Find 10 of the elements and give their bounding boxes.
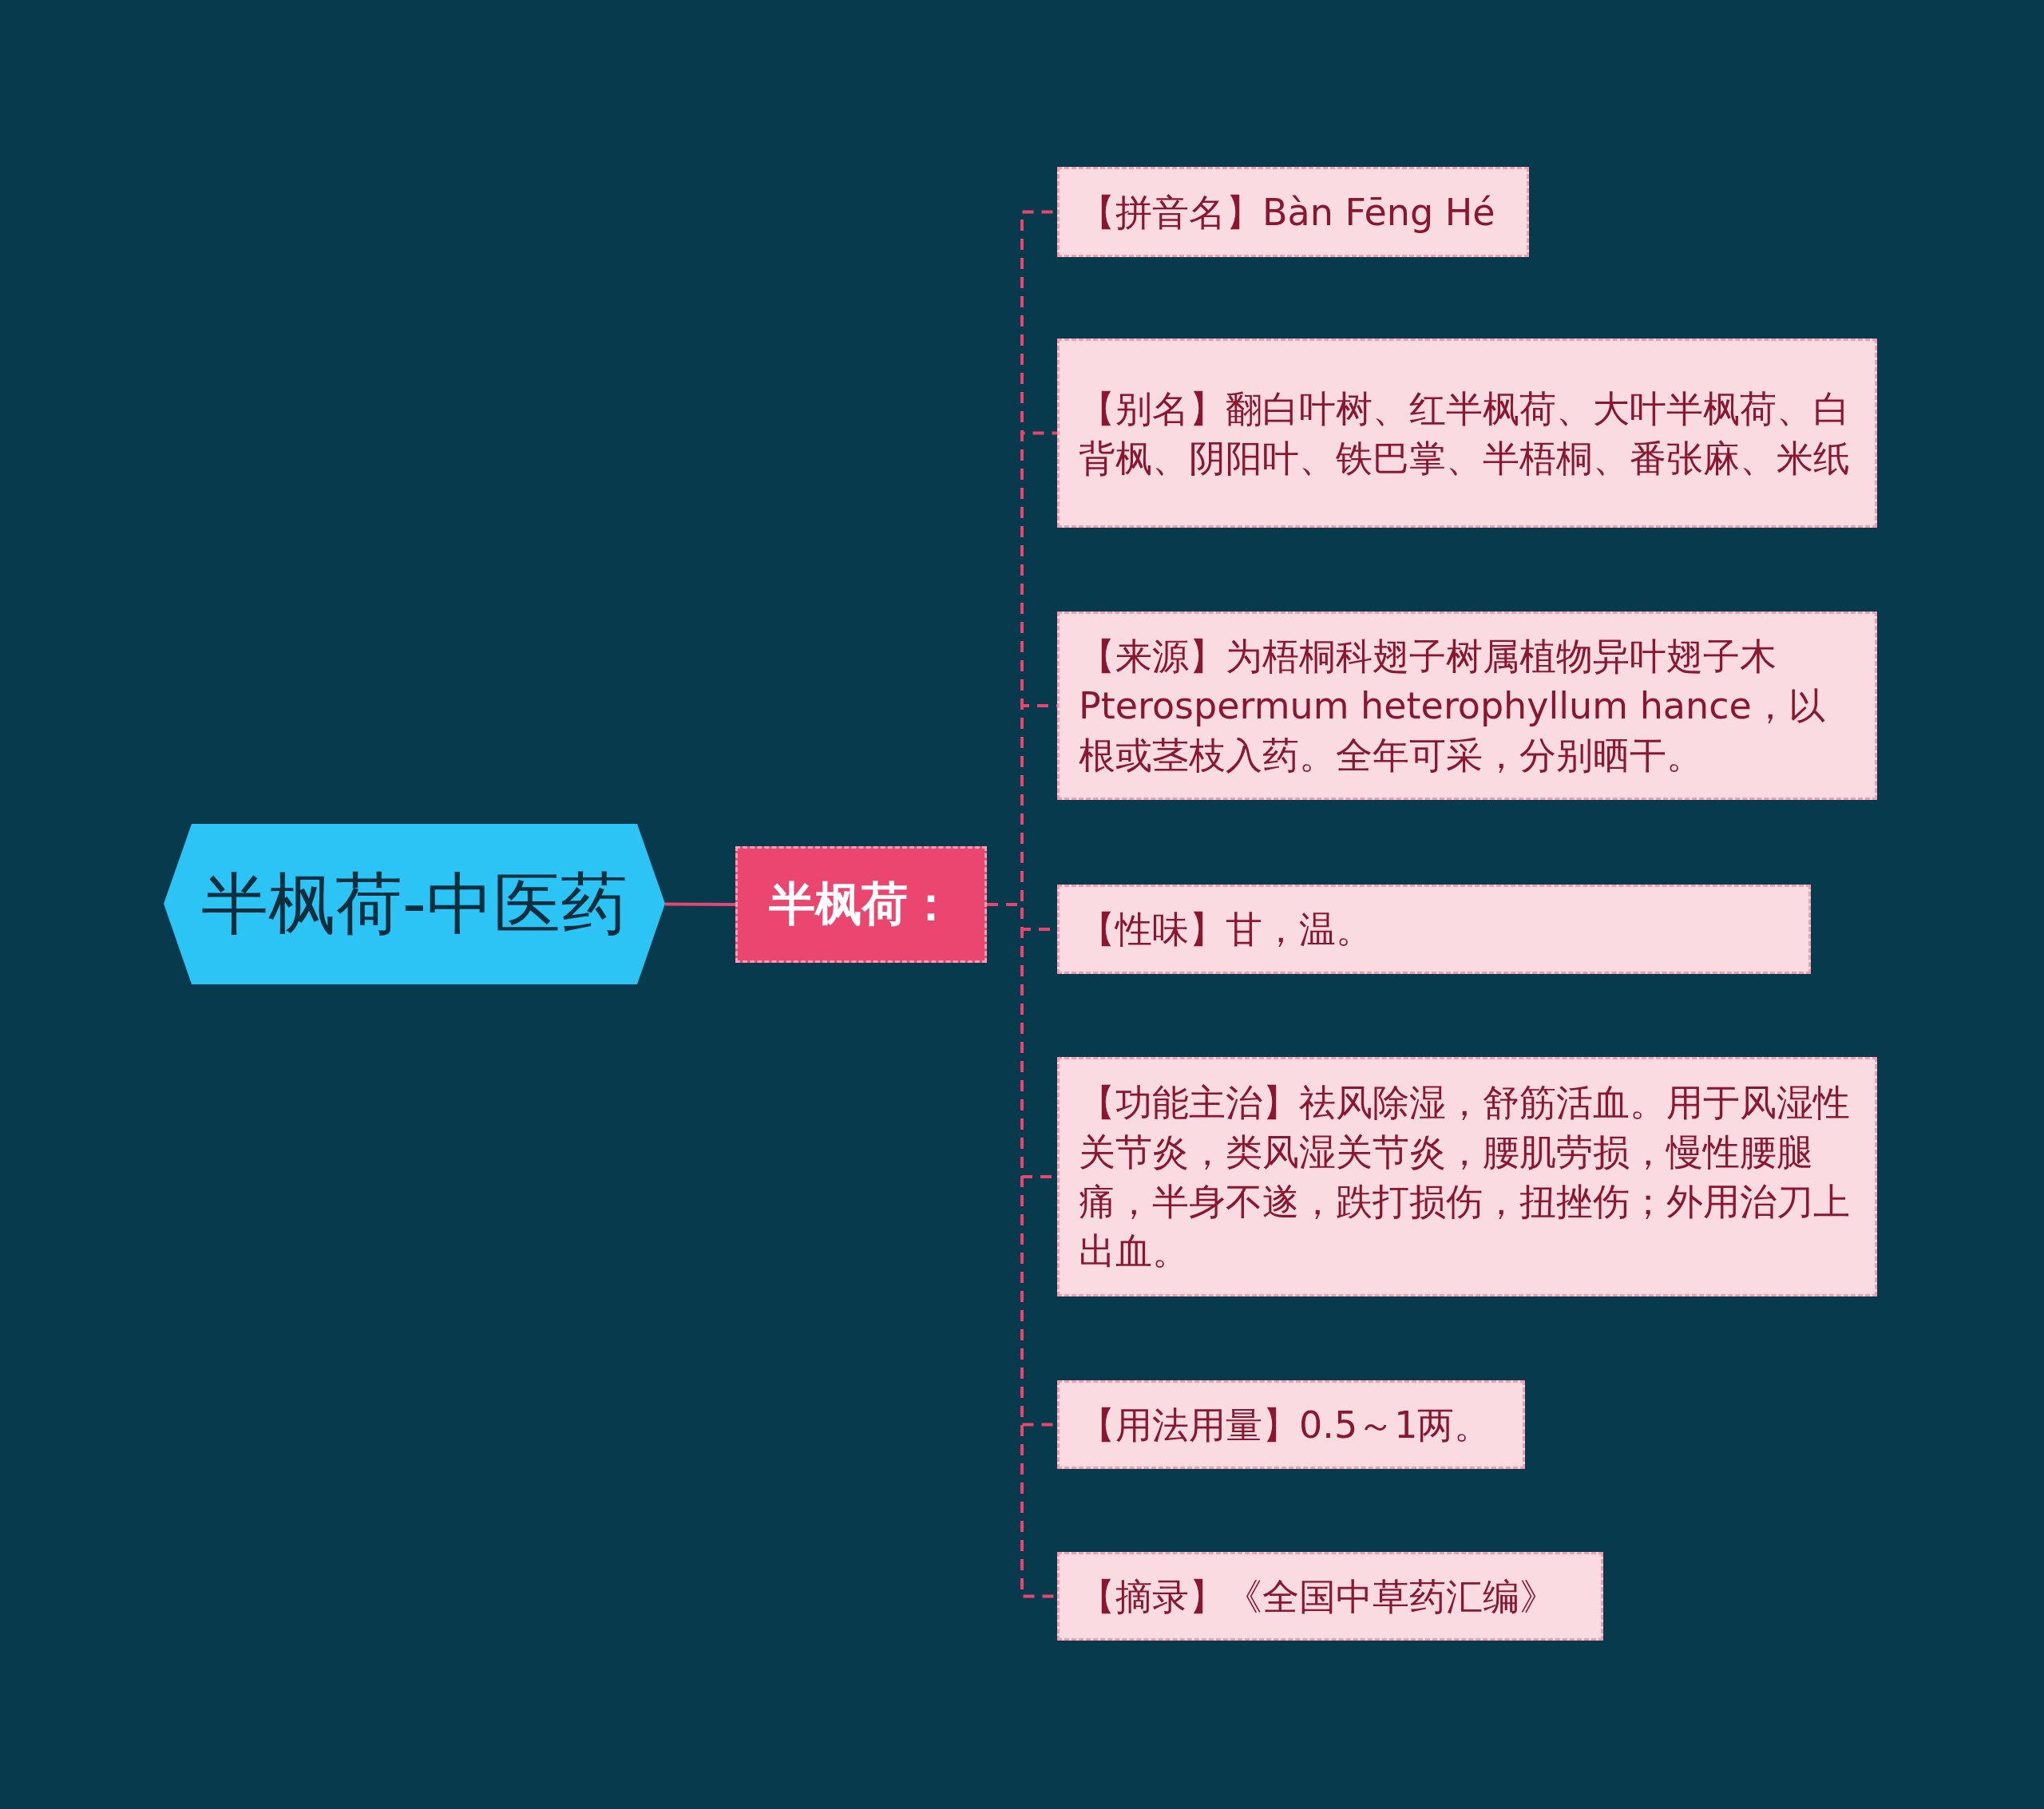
detail-box: 【用法用量】0.5～1两。	[1057, 1380, 1525, 1469]
detail-box: 【别名】翻白叶树、红半枫荷、大叶半枫荷、白背枫、阴阳叶、铁巴掌、半梧桐、番张麻、米纸	[1057, 338, 1877, 528]
detail-box: 【摘录】《全国中草药汇编》	[1057, 1552, 1603, 1641]
detail-box: 【来源】为梧桐科翅子树属植物异叶翅子木Pterospermum heterophyllum hance，以根或茎枝入药。全年可采，分别晒干。	[1057, 612, 1877, 800]
connector-line	[665, 902, 735, 906]
detail-box: 【功能主治】祛风除湿，舒筋活血。用于风湿性关节炎，类风湿关节炎，腰肌劳损，慢性腰腿痛，半身不遂，跌打损伤，扭挫伤；外用治刀上出血。	[1057, 1057, 1877, 1296]
subtopic-box: 半枫荷：	[735, 846, 987, 963]
detail-box: 【性味】甘，温。	[1057, 885, 1811, 974]
topic-hexagon: 半枫荷-中医药	[164, 824, 665, 984]
detail-box: 【拼音名】Bàn Fēng Hé	[1057, 167, 1529, 257]
